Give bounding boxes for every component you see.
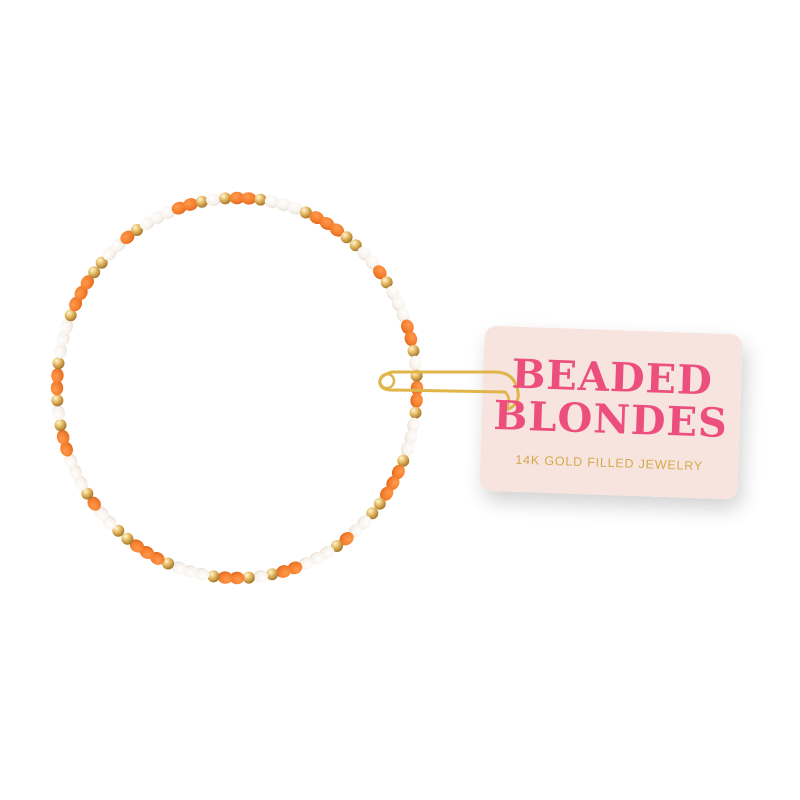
gold-bead <box>112 524 125 537</box>
hang-tag <box>479 325 743 500</box>
gold-bead <box>88 266 101 279</box>
white-bead <box>253 570 268 583</box>
white-bead <box>264 195 280 208</box>
white-bead <box>386 285 400 301</box>
gold-bead <box>407 344 420 357</box>
white-bead <box>404 429 418 445</box>
white-bead <box>60 319 73 335</box>
gold-bead <box>54 419 67 432</box>
orange-bead <box>60 441 73 457</box>
gold-bead <box>380 276 393 289</box>
white-bead <box>407 417 420 433</box>
orange-bead <box>74 285 88 301</box>
white-bead <box>64 453 78 469</box>
gold-bead <box>95 256 108 269</box>
gold-bead <box>340 231 353 244</box>
orange-bead <box>171 201 187 215</box>
orange-bead <box>404 331 418 347</box>
orange-bead <box>69 296 83 312</box>
gold-bead <box>51 394 64 407</box>
gold-bead <box>266 568 279 581</box>
white-bead <box>409 355 422 371</box>
orange-bead <box>229 571 245 585</box>
gold-bead <box>409 406 422 419</box>
white-bead <box>276 198 292 211</box>
gold-bead <box>331 540 343 552</box>
white-bead <box>56 331 70 347</box>
orange-bead <box>80 275 94 290</box>
gold-bead <box>219 192 232 205</box>
orange-bead <box>182 198 198 211</box>
gold-bead <box>162 557 175 570</box>
white-bead <box>52 405 65 421</box>
white-bead <box>74 475 88 491</box>
white-bead <box>396 307 410 323</box>
orange-bead <box>129 539 145 553</box>
gold-bead <box>64 309 77 322</box>
orange-bead <box>229 191 245 205</box>
gold-bead <box>254 193 267 206</box>
orange-bead <box>373 265 387 280</box>
orange-bead <box>386 475 400 491</box>
orange-bead <box>120 230 135 245</box>
orange-bead <box>380 486 394 501</box>
gold-bead <box>242 571 255 584</box>
white-bead <box>171 561 187 575</box>
orange-bead <box>391 464 405 480</box>
orange-bead <box>241 192 257 205</box>
gold-bead <box>81 487 94 500</box>
gold-bead <box>397 454 410 467</box>
gold-bead <box>373 497 386 510</box>
orange-bead <box>51 368 64 384</box>
gold-bead <box>52 357 65 370</box>
gold-bead <box>349 239 362 252</box>
white-bead <box>69 464 83 480</box>
orange-bead <box>276 565 292 578</box>
white-bead <box>287 201 303 215</box>
white-bead <box>54 343 67 359</box>
gold-bead <box>299 206 312 219</box>
white-bead <box>182 565 198 578</box>
white-bead <box>391 296 405 312</box>
orange-bead <box>56 429 70 445</box>
orange-bead <box>217 571 233 584</box>
orange-bead <box>410 392 423 408</box>
orange-bead <box>339 531 354 546</box>
orange-bead <box>87 496 101 511</box>
gold-bead <box>131 224 143 236</box>
orange-bead <box>329 223 345 237</box>
gold-bead <box>195 195 208 208</box>
white-bead <box>401 441 414 457</box>
bracelet-beads <box>50 191 424 585</box>
white-bead <box>206 193 221 206</box>
gold-bead <box>207 570 220 583</box>
orange-bead <box>401 319 414 335</box>
gold-bead <box>366 507 379 520</box>
orange-bead <box>50 380 64 396</box>
white-bead <box>194 568 210 581</box>
orange-bead <box>287 561 303 575</box>
gold-bead <box>121 532 134 545</box>
safety-pin <box>378 370 520 412</box>
